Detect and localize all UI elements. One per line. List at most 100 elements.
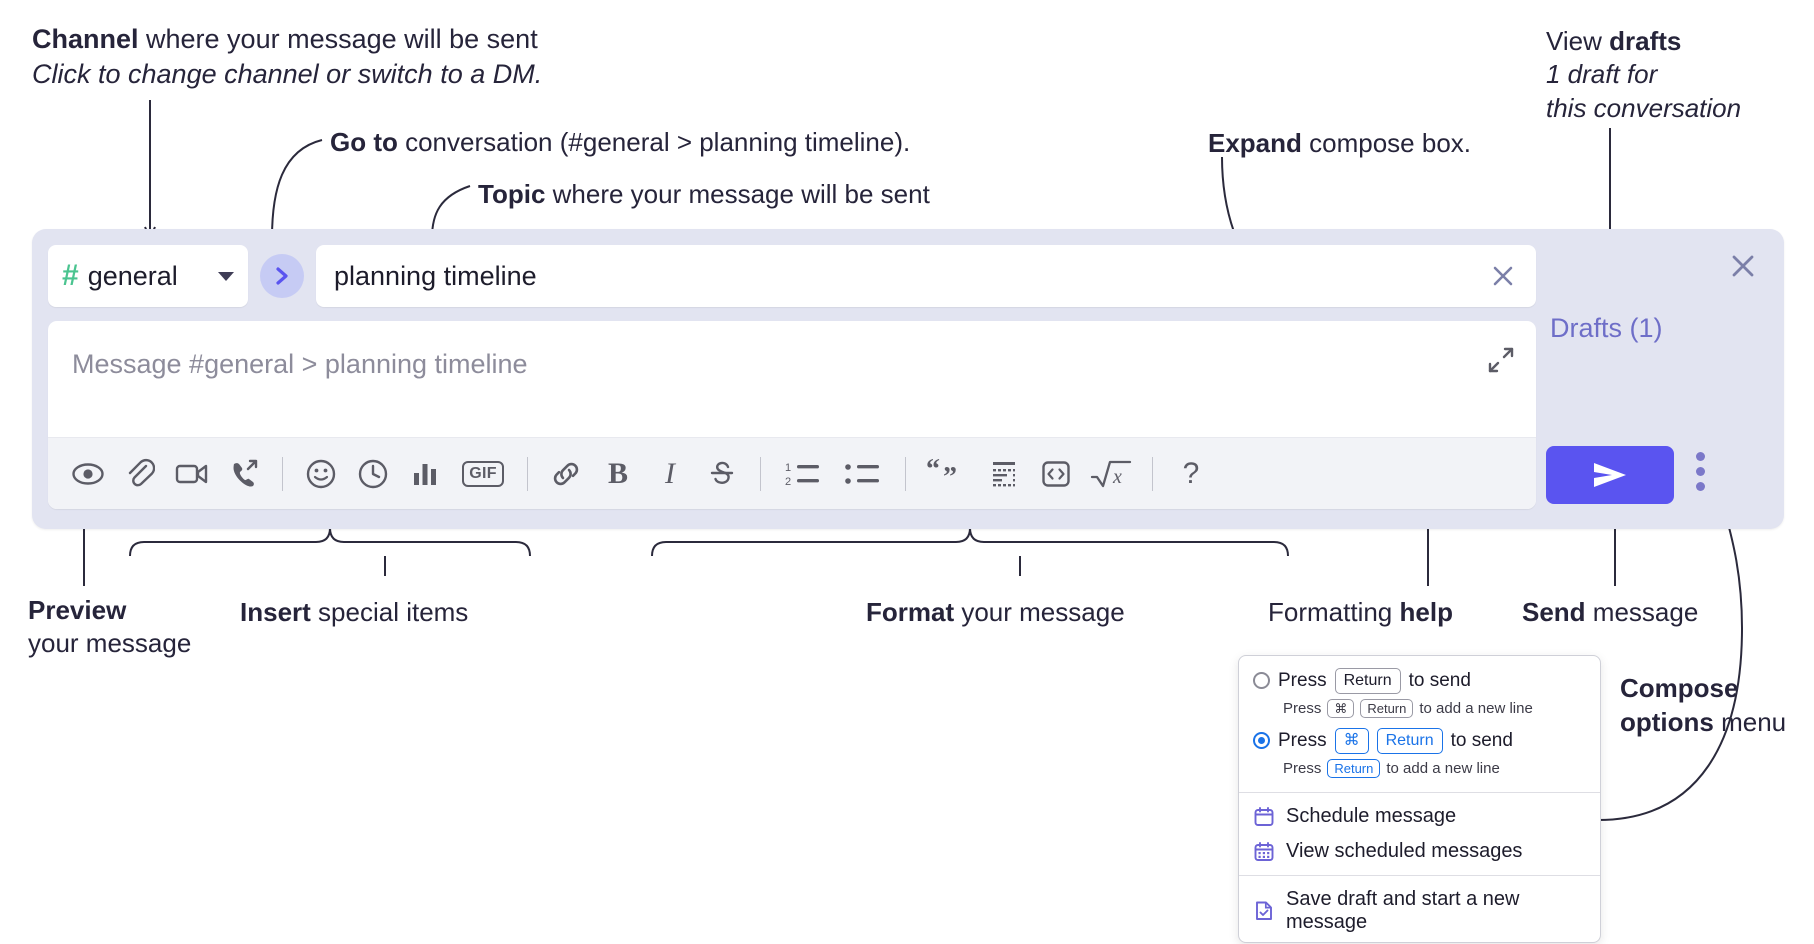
message-input[interactable]: Message #general > planning timeline: [48, 321, 1536, 509]
italic-icon[interactable]: I: [644, 448, 696, 500]
kebab-dot: [1696, 467, 1705, 476]
channel-selector[interactable]: # general: [48, 245, 248, 307]
option-sub-pre: Press: [1283, 699, 1322, 717]
menu-divider: [1239, 792, 1600, 794]
topic-value: planning timeline: [334, 260, 537, 291]
help-label: ?: [1182, 456, 1200, 490]
toolbar-separator: [282, 456, 283, 491]
clock-icon[interactable]: [347, 448, 399, 500]
bar-chart-icon[interactable]: [399, 448, 451, 500]
option-sub-post: to add a new line: [1419, 699, 1533, 717]
attachment-icon[interactable]: [114, 448, 166, 500]
annotation-drafts: View drafts 1 draft for this conversatio…: [1546, 25, 1741, 125]
annotation-expand-bold: Expand: [1208, 128, 1302, 158]
menu-item-schedule-message[interactable]: Schedule message: [1239, 799, 1600, 834]
compose-panel: # general planning timeline Message #ge: [32, 229, 1784, 529]
message-placeholder: Message #general > planning timeline: [72, 349, 528, 379]
channel-name: general: [87, 260, 178, 291]
key-return: Return: [1327, 758, 1381, 779]
menu-item-save-draft[interactable]: Save draft and start a new message: [1239, 882, 1600, 940]
annotation-help-plain: Formatting: [1268, 597, 1400, 627]
calendar-icon: [1254, 806, 1274, 826]
help-icon[interactable]: ?: [1165, 448, 1217, 500]
code-block-icon[interactable]: [978, 448, 1030, 500]
radio-button[interactable]: [1253, 672, 1270, 690]
audio-call-icon[interactable]: [218, 448, 270, 500]
svg-text:”: ”: [943, 462, 957, 489]
close-icon[interactable]: [1484, 257, 1522, 295]
annotation-send-rest: message: [1585, 597, 1699, 627]
annotation-expand-rest: compose box.: [1301, 128, 1472, 158]
annotation-help-bold: help: [1399, 597, 1453, 627]
send-icon: [1594, 463, 1626, 487]
key-return: Return: [1360, 698, 1414, 719]
radio-button-selected[interactable]: [1253, 732, 1270, 750]
close-icon[interactable]: [1726, 249, 1760, 283]
toolbar-separator: [527, 456, 528, 491]
annotation-channel: Channel where your message will be sent …: [32, 22, 542, 91]
topic-input[interactable]: planning timeline: [316, 245, 1536, 307]
annotation-channel-italic: Click to change channel or switch to a D…: [32, 58, 543, 89]
kebab-dot: [1696, 452, 1705, 461]
annotation-compose-rest: menu: [1713, 706, 1787, 737]
annotation-channel-rest: where your message will be sent: [138, 24, 538, 54]
annotation-channel-bold: Channel: [32, 24, 139, 54]
menu-divider: [1239, 875, 1600, 877]
menu-item-label: Save draft and start a new message: [1286, 888, 1520, 934]
save-draft-icon: [1256, 901, 1272, 921]
emoji-icon[interactable]: [295, 448, 347, 500]
calendar-grid-icon: [1254, 841, 1274, 861]
annotation-format-rest: your message: [954, 597, 1125, 627]
annotation-send: Send message: [1522, 596, 1698, 629]
annotation-format: Format your message: [866, 596, 1125, 629]
formatting-toolbar: GIF B I: [48, 437, 1536, 509]
annotation-goto-rest: conversation (#general > planning timeli…: [397, 127, 911, 157]
key-command: ⌘: [1334, 728, 1369, 754]
option-text-pre: Press: [1278, 669, 1327, 691]
key-return: Return: [1334, 668, 1401, 694]
bulleted-list-icon[interactable]: [833, 448, 893, 500]
inline-code-icon[interactable]: [1030, 448, 1082, 500]
kebab-menu-icon[interactable]: [1696, 452, 1705, 491]
gif-icon[interactable]: GIF: [451, 448, 515, 500]
menu-option-return-to-send[interactable]: Press Return to send Press ⌘ Return to a…: [1239, 666, 1600, 726]
strikethrough-icon[interactable]: [696, 448, 748, 500]
expand-icon[interactable]: [1484, 343, 1518, 377]
math-icon[interactable]: x: [1082, 448, 1140, 500]
annotation-topic: Topic where your message will be sent: [478, 178, 930, 211]
drafts-link[interactable]: Drafts (1): [1550, 313, 1663, 343]
chevron-down-icon: [218, 271, 234, 281]
svg-text:x: x: [1112, 466, 1122, 488]
menu-option-cmd-return-to-send[interactable]: Press ⌘ Return to send Press Return to a…: [1239, 726, 1600, 786]
italic-label: I: [665, 456, 675, 490]
toolbar-separator: [760, 456, 761, 491]
key-command: ⌘: [1327, 698, 1355, 719]
annotation-drafts-plain: View: [1546, 26, 1610, 56]
annotation-drafts-italic1: 1 draft for: [1546, 59, 1658, 90]
link-icon[interactable]: [540, 448, 592, 500]
annotation-drafts-bold: drafts: [1609, 26, 1682, 56]
option-text-post: to send: [1450, 729, 1513, 751]
bold-icon[interactable]: B: [592, 448, 644, 500]
annotation-preview: Preview your message: [28, 594, 191, 661]
annotation-send-bold: Send: [1522, 597, 1586, 627]
goto-conversation-button[interactable]: [260, 254, 304, 298]
chevron-right-icon: [276, 267, 288, 285]
option-sub-pre: Press: [1283, 760, 1322, 777]
menu-item-view-scheduled-messages[interactable]: View scheduled messages: [1239, 834, 1600, 869]
compose-options-menu: Press Return to send Press ⌘ Return to a…: [1238, 655, 1601, 944]
annotation-drafts-italic2: this conversation: [1546, 92, 1742, 123]
hash-icon: #: [62, 259, 79, 292]
annotation-format-bold: Format: [866, 597, 955, 627]
blockquote-icon[interactable]: “”: [918, 448, 978, 500]
annotation-preview-bold: Preview: [28, 595, 127, 625]
option-text-pre: Press: [1278, 729, 1327, 751]
menu-item-label: Schedule message: [1286, 805, 1457, 828]
annotation-help: Formatting help: [1268, 596, 1453, 629]
annotation-insert: Insert special items: [240, 596, 468, 629]
send-button[interactable]: [1546, 446, 1674, 504]
video-camera-icon[interactable]: [166, 448, 218, 500]
preview-icon[interactable]: [62, 448, 114, 500]
annotation-topic-rest: where your message will be sent: [545, 179, 930, 209]
